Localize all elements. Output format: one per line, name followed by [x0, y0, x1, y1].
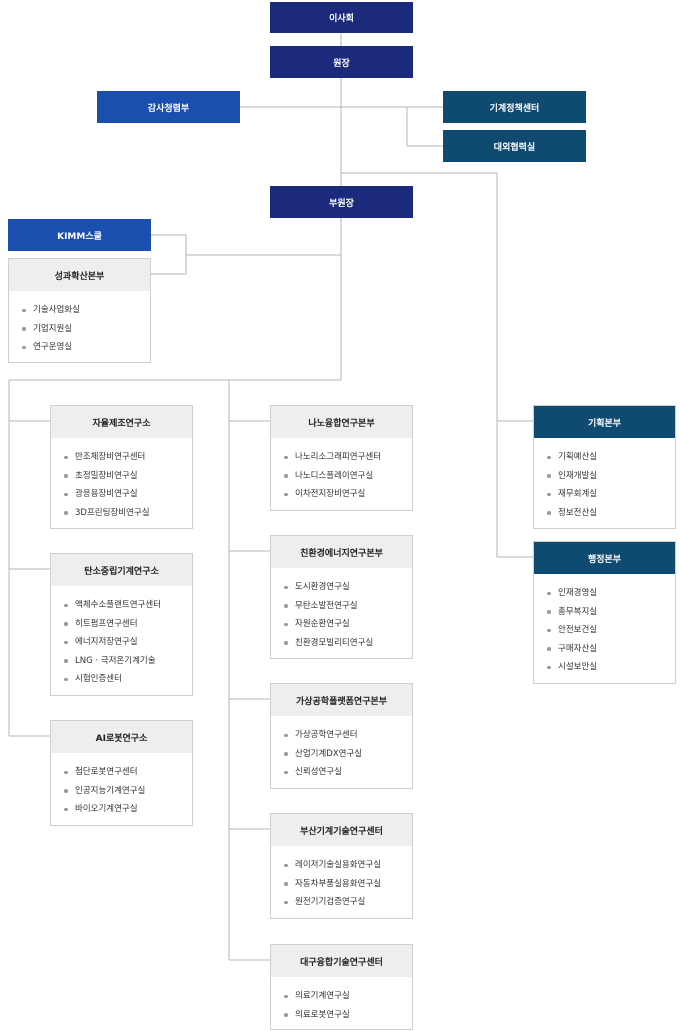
- vice-president-box: 부원장: [270, 186, 413, 218]
- unit-title: 기획본부: [534, 406, 675, 438]
- kimm-school-box: KIMM스쿨: [8, 219, 151, 251]
- list-item: 시험인증센터: [51, 670, 192, 689]
- unit-title: 친환경에너지연구본부: [271, 536, 412, 568]
- unit-list: 나노리소그래피연구센터 나노디스플레이연구실 이차전지장비연구실: [271, 438, 412, 504]
- list-item: 신뢰성연구실: [271, 763, 412, 782]
- list-item: 이차전지장비연구실: [271, 485, 412, 504]
- unit-list: 의료기계연구실 의료로봇연구실: [271, 977, 412, 1024]
- unit-list: 기획예산실 인재개발실 재무회계실 정보전산실: [534, 438, 675, 522]
- list-item: 산업기계DX연구실: [271, 745, 412, 764]
- unit-card: AI로봇연구소 첨단로봇연구센터 인공지능기계연구실 바이오기계연구실: [50, 720, 193, 826]
- unit-title: 부산기계기술연구센터: [271, 814, 412, 846]
- unit-list: 가상공학연구센터 산업기계DX연구실 신뢰성연구실: [271, 716, 412, 782]
- policy-center-label: 기계정책센터: [489, 103, 540, 114]
- list-item: 바이오기계연구실: [51, 800, 192, 819]
- list-item: 광응용장비연구실: [51, 485, 192, 504]
- unit-list: 액체수소플랜트연구센터 히트펌프연구센터 에너지저장연구실 LNG · 극저온기…: [51, 586, 192, 689]
- unit-card: 나노융합연구본부 나노리소그래피연구센터 나노디스플레이연구실 이차전지장비연구…: [270, 405, 413, 511]
- unit-title: AI로봇연구소: [51, 721, 192, 753]
- list-item: 의료기계연구실: [271, 987, 412, 1006]
- unit-title: 가상공학플랫폼연구본부: [271, 684, 412, 716]
- audit-box: 감사청렴부: [97, 91, 240, 123]
- list-item: 3D프린팅장비연구실: [51, 504, 192, 523]
- list-item: 시설보안실: [534, 658, 675, 677]
- list-item: 초정밀장비연구실: [51, 467, 192, 486]
- unit-title: 나노융합연구본부: [271, 406, 412, 438]
- list-item: 기획예산실: [534, 448, 675, 467]
- list-item: 첨단로봇연구센터: [51, 763, 192, 782]
- unit-title: 대구융합기술연구센터: [271, 945, 412, 977]
- list-item: 무탄소발전연구실: [271, 597, 412, 616]
- list-item: 기업지원실: [9, 320, 150, 339]
- unit-title: 행정본부: [534, 542, 675, 574]
- unit-card: 가상공학플랫폼연구본부 가상공학연구센터 산업기계DX연구실 신뢰성연구실: [270, 683, 413, 789]
- unit-list: 레이저기술실용화연구실 자동차부품실용화연구실 원전기기검증연구실: [271, 846, 412, 912]
- unit-title: 자율제조연구소: [51, 406, 192, 438]
- list-item: LNG · 극저온기계기술: [51, 652, 192, 671]
- list-item: 재무회계실: [534, 485, 675, 504]
- cooperation-box: 대외협력실: [443, 130, 586, 162]
- unit-card: 자율제조연구소 반조체장비연구센터 초정밀장비연구실 광응용장비연구실 3D프린…: [50, 405, 193, 529]
- list-item: 자원순환연구실: [271, 615, 412, 634]
- list-item: 의료로봇연구실: [271, 1006, 412, 1025]
- list-item: 원전기기검증연구실: [271, 893, 412, 912]
- list-item: 액체수소플랜트연구센터: [51, 596, 192, 615]
- board-box: 이사회: [270, 2, 413, 33]
- list-item: 에너지저장연구실: [51, 633, 192, 652]
- list-item: 구매자산실: [534, 640, 675, 659]
- unit-card: 친환경에너지연구본부 도시환경연구실 무탄소발전연구실 자원순환연구실 친환경모…: [270, 535, 413, 659]
- unit-title: 탄소중립기계연구소: [51, 554, 192, 586]
- board-label: 이사회: [329, 14, 354, 24]
- list-item: 레이저기술실용화연구실: [271, 856, 412, 875]
- list-item: 인공지능기계연구실: [51, 782, 192, 801]
- list-item: 가상공학연구센터: [271, 726, 412, 745]
- list-item: 연구운영실: [9, 338, 150, 357]
- unit-card: 대구융합기술연구센터 의료기계연구실 의료로봇연구실: [270, 944, 413, 1030]
- unit-card: 부산기계기술연구센터 레이저기술실용화연구실 자동차부품실용화연구실 원전기기검…: [270, 813, 413, 919]
- unit-list: 도시환경연구실 무탄소발전연구실 자원순환연구실 친환경모빌리티연구실: [271, 568, 412, 652]
- vice-president-label: 부원장: [329, 198, 354, 209]
- list-item: 히트펌프연구센터: [51, 615, 192, 634]
- unit-list: 인재경영실 총무복지실 안전보건실 구매자산실 시설보안실: [534, 574, 675, 677]
- list-item: 정보전산실: [534, 504, 675, 523]
- list-item: 친환경모빌리티연구실: [271, 634, 412, 653]
- list-item: 반조체장비연구센터: [51, 448, 192, 467]
- president-box: 원장: [270, 46, 413, 78]
- unit-card: 행정본부 인재경영실 총무복지실 안전보건실 구매자산실 시설보안실: [533, 541, 676, 684]
- unit-list: 첨단로봇연구센터 인공지능기계연구실 바이오기계연구실: [51, 753, 192, 819]
- list-item: 자동차부품실용화연구실: [271, 875, 412, 894]
- cooperation-label: 대외협력실: [493, 142, 536, 153]
- list-item: 기술사업화실: [9, 301, 150, 320]
- kimm-school-label: KIMM스쿨: [57, 231, 102, 242]
- list-item: 안전보건실: [534, 621, 675, 640]
- performance-title: 성과확산본부: [9, 259, 150, 291]
- performance-list: 기술사업화실 기업지원실 연구운영실: [9, 291, 150, 357]
- list-item: 도시환경연구실: [271, 578, 412, 597]
- president-label: 원장: [333, 58, 350, 69]
- list-item: 인재경영실: [534, 584, 675, 603]
- list-item: 총무복지실: [534, 603, 675, 622]
- performance-card: 성과확산본부 기술사업화실 기업지원실 연구운영실: [8, 258, 151, 363]
- unit-list: 반조체장비연구센터 초정밀장비연구실 광응용장비연구실 3D프린팅장비연구실: [51, 438, 192, 522]
- audit-label: 감사청렴부: [147, 103, 190, 114]
- list-item: 인재개발실: [534, 467, 675, 486]
- list-item: 나노리소그래피연구센터: [271, 448, 412, 467]
- unit-card: 기획본부 기획예산실 인재개발실 재무회계실 정보전산실: [533, 405, 676, 529]
- policy-center-box: 기계정책센터: [443, 91, 586, 123]
- list-item: 나노디스플레이연구실: [271, 467, 412, 486]
- unit-card: 탄소중립기계연구소 액체수소플랜트연구센터 히트펌프연구센터 에너지저장연구실 …: [50, 553, 193, 696]
